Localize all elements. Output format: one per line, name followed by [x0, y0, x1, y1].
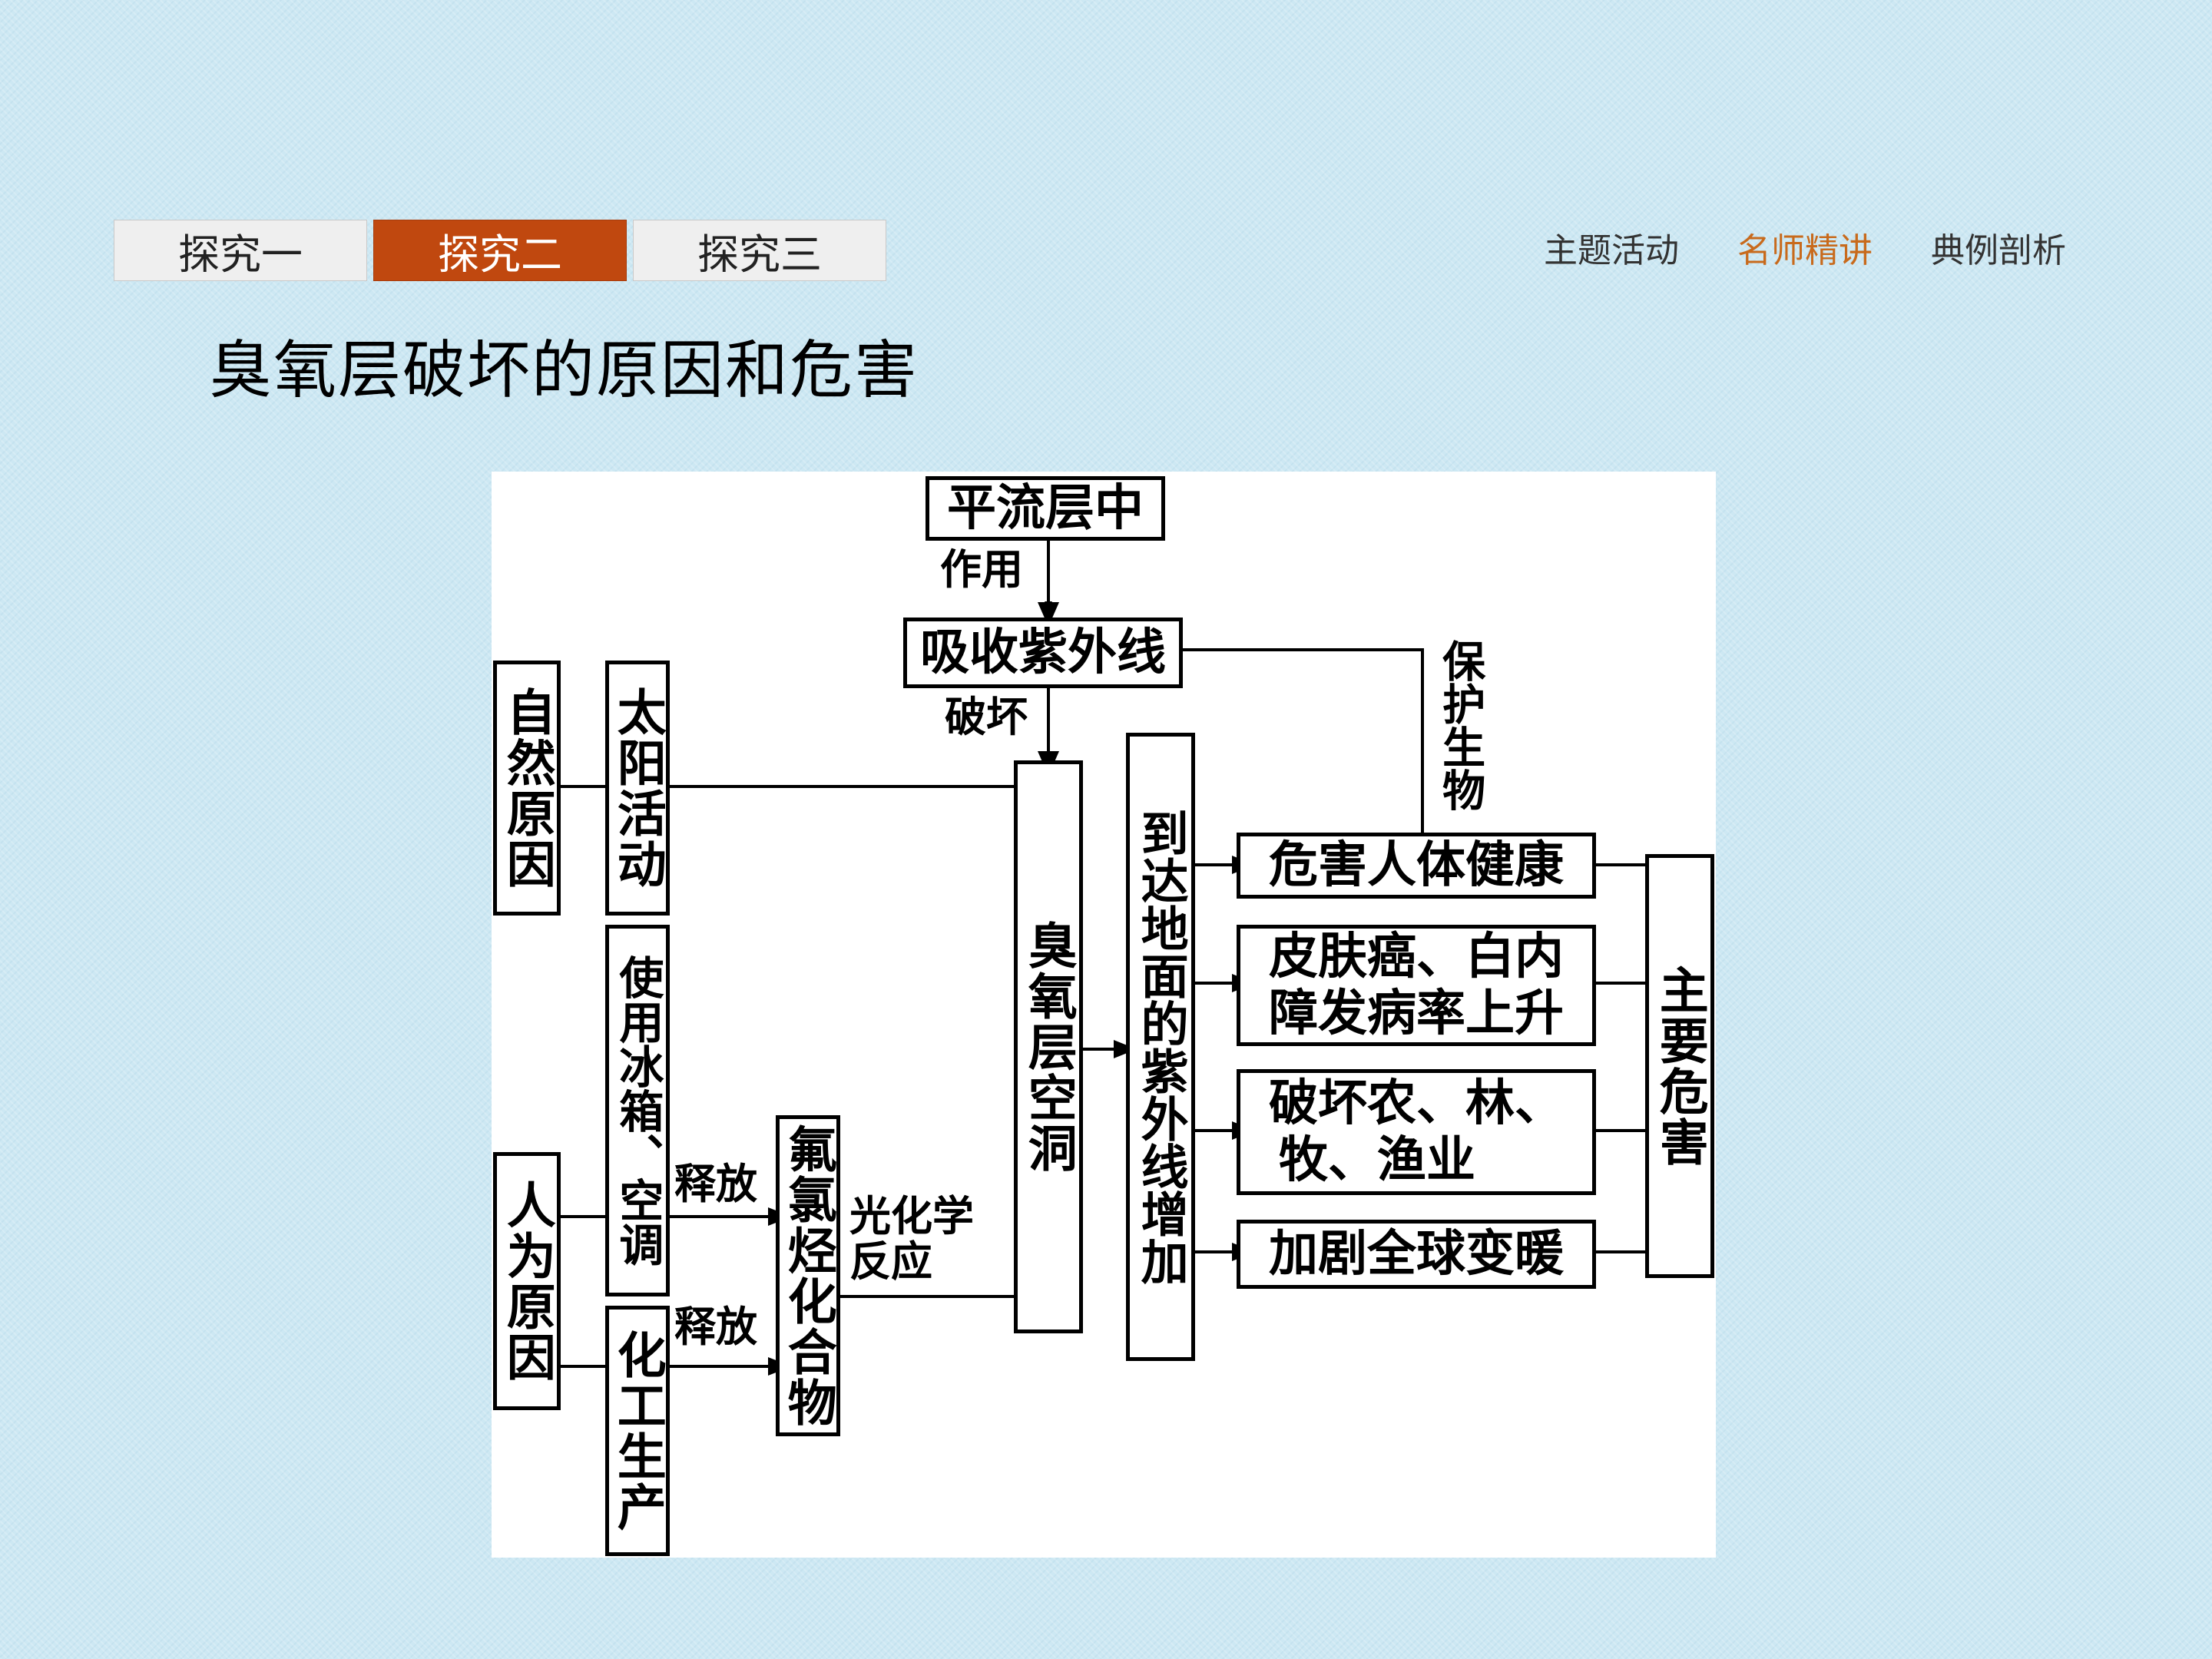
label-destroy: 破坏	[945, 692, 1028, 741]
tab-explore-2[interactable]: 探究二	[373, 220, 627, 281]
node-fridge-ac: 使用冰箱、空调	[605, 925, 670, 1296]
label-release-1: 释放	[674, 1159, 757, 1208]
node-chem-production: 化工生产	[605, 1306, 670, 1556]
nav-teacher-lecture[interactable]: 名师精讲	[1737, 231, 1873, 270]
node-harm-agri: 破坏农、林、 牧、渔业	[1237, 1069, 1596, 1195]
node-cfc: 氟氯烃化合物	[776, 1115, 840, 1436]
label-effect: 作用	[940, 545, 1023, 594]
nav-theme-activity[interactable]: 主题活动	[1544, 231, 1679, 270]
node-ozone-hole: 臭氧层空洞	[1014, 760, 1083, 1333]
label-photochem-line-2: 反应	[849, 1237, 932, 1286]
harm-cancer-line-2: 障发病率上升	[1269, 985, 1564, 1042]
page-title: 臭氧层破坏的原因和危害	[209, 334, 919, 407]
top-nav: 主题活动 名师精讲 典例剖析	[1544, 223, 2066, 272]
node-solar-activity: 太阳活动	[605, 661, 670, 916]
harm-cancer-line-1: 皮肤癌、白内	[1269, 928, 1564, 986]
tab-explore-1[interactable]: 探究一	[114, 220, 367, 281]
node-human-cause: 人为原因	[493, 1152, 561, 1410]
harm-agri-line-1: 破坏农、林、	[1269, 1075, 1564, 1133]
node-harm-warming: 加剧全球变暖	[1237, 1220, 1596, 1289]
node-stratosphere: 平流层中	[926, 476, 1165, 541]
node-natural-cause: 自然原因	[493, 661, 561, 916]
section-tabs: 探究一 探究二 探究三	[114, 220, 892, 283]
node-harm-health: 危害人体健康	[1237, 833, 1596, 899]
label-release-2: 释放	[674, 1302, 757, 1351]
node-main-harm: 主要危害	[1645, 854, 1714, 1278]
tab-explore-3[interactable]: 探究三	[633, 220, 886, 281]
label-photochem: 光化学 反应	[849, 1191, 974, 1286]
node-harm-cancer: 皮肤癌、白内 障发病率上升	[1237, 925, 1596, 1046]
diagram-panel: 平流层中 吸收紫外线 自然原因 太阳活动 人为原因 使用冰箱、空调 化工生产 氟…	[492, 472, 1716, 1558]
node-absorb-uv: 吸收紫外线	[903, 618, 1183, 688]
node-uv-increase: 到达地面的紫外线增加	[1126, 733, 1195, 1361]
harm-agri-line-2: 牧、渔业	[1279, 1131, 1475, 1189]
label-photochem-line-1: 光化学	[849, 1191, 974, 1240]
nav-example-analysis[interactable]: 典例剖析	[1931, 231, 2066, 270]
label-protect: 保护生物	[1435, 639, 1486, 811]
